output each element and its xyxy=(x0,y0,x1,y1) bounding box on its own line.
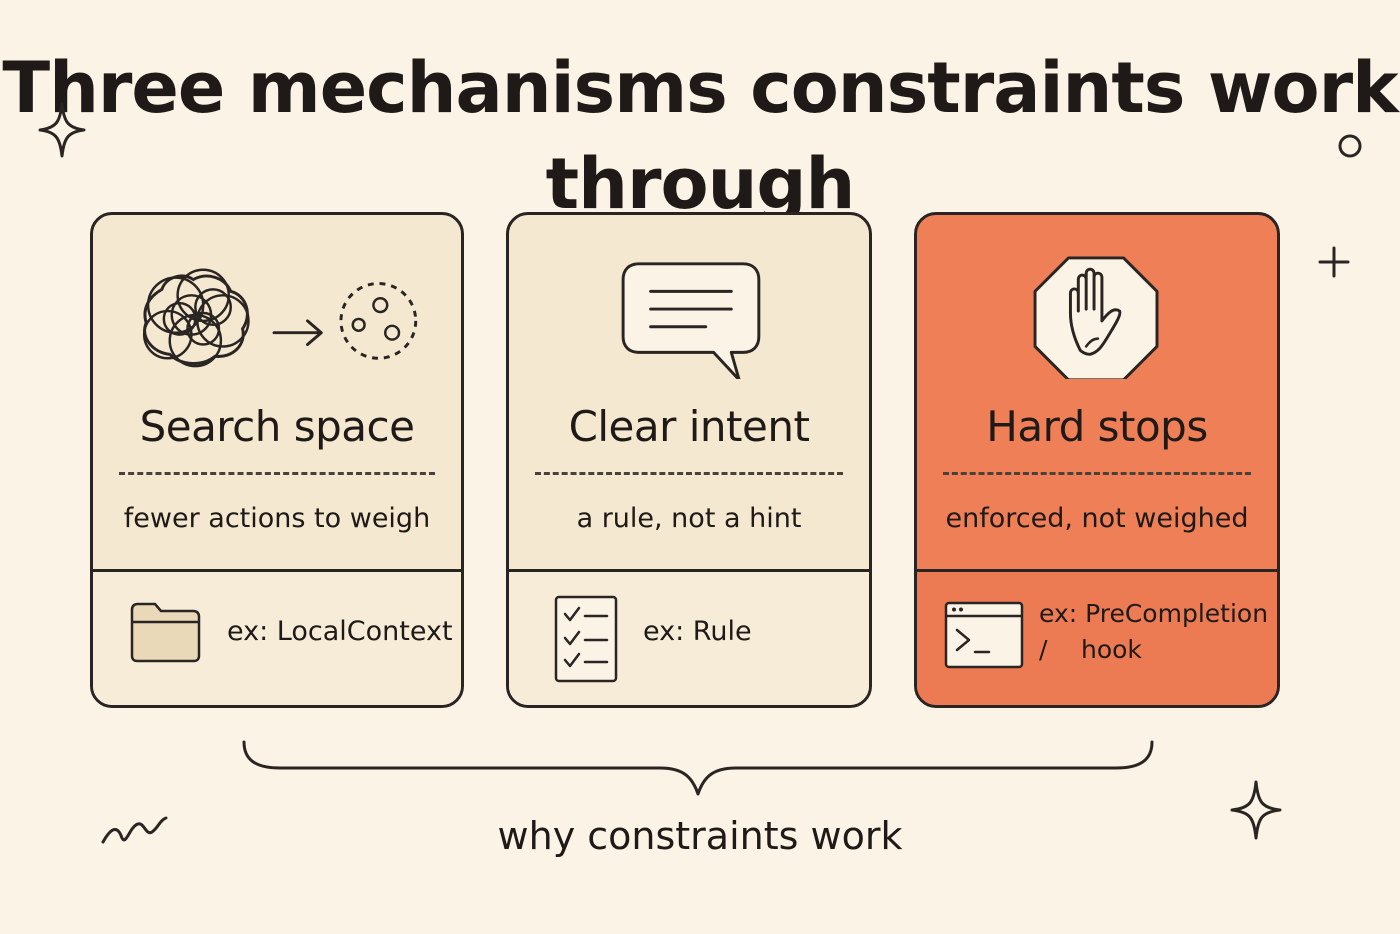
card-title: Clear intent xyxy=(568,402,810,451)
dashed-divider xyxy=(119,472,435,475)
card-title: Hard stops xyxy=(986,402,1208,451)
card-top: Search space fewer actions to weigh xyxy=(93,215,461,575)
sparkle-icon xyxy=(1230,780,1282,840)
card-search-space: Search space fewer actions to weigh ex: … xyxy=(90,212,464,708)
example-label: ex: Rule xyxy=(643,616,752,647)
stop-hand-icon xyxy=(1033,256,1159,379)
curly-brace xyxy=(242,740,1154,796)
footer-label: why constraints work xyxy=(497,814,903,858)
card-subtitle: enforced, not weighed xyxy=(945,503,1249,534)
small-circle-icon xyxy=(1338,134,1362,158)
diagram-title: Three mechanisms constraints work throug… xyxy=(2,47,1398,225)
card-hard-stops: Hard stops enforced, not weighed ex: Pre… xyxy=(914,212,1280,708)
card-top: Clear intent a rule, not a hint xyxy=(509,215,869,575)
card-subtitle: a rule, not a hint xyxy=(576,503,802,534)
dashed-divider xyxy=(943,472,1251,475)
card-title: Search space xyxy=(139,402,415,451)
card-top: Hard stops enforced, not weighed xyxy=(917,215,1277,575)
card-example: ex: PreCompletion / hook xyxy=(917,569,1277,705)
checklist-icon xyxy=(554,595,618,683)
example-label-continued: hook xyxy=(1081,635,1142,664)
plus-icon xyxy=(1318,246,1350,278)
card-clear-intent: Clear intent a rule, not a hint ex: Rule xyxy=(506,212,872,708)
example-label: ex: LocalContext xyxy=(227,616,453,647)
card-example: ex: Rule xyxy=(509,569,869,705)
sparkle-icon xyxy=(38,102,86,158)
terminal-icon xyxy=(944,601,1024,669)
speech-bubble-icon xyxy=(621,262,761,379)
dashed-divider xyxy=(535,472,843,475)
card-example: ex: LocalContext xyxy=(93,569,461,705)
folder-icon xyxy=(130,602,201,663)
card-subtitle: fewer actions to weigh xyxy=(123,503,431,534)
tangle-to-few-circles-icon xyxy=(142,268,418,368)
example-label: ex: PreCompletion / xyxy=(1039,599,1269,664)
squiggle-icon xyxy=(101,816,168,844)
